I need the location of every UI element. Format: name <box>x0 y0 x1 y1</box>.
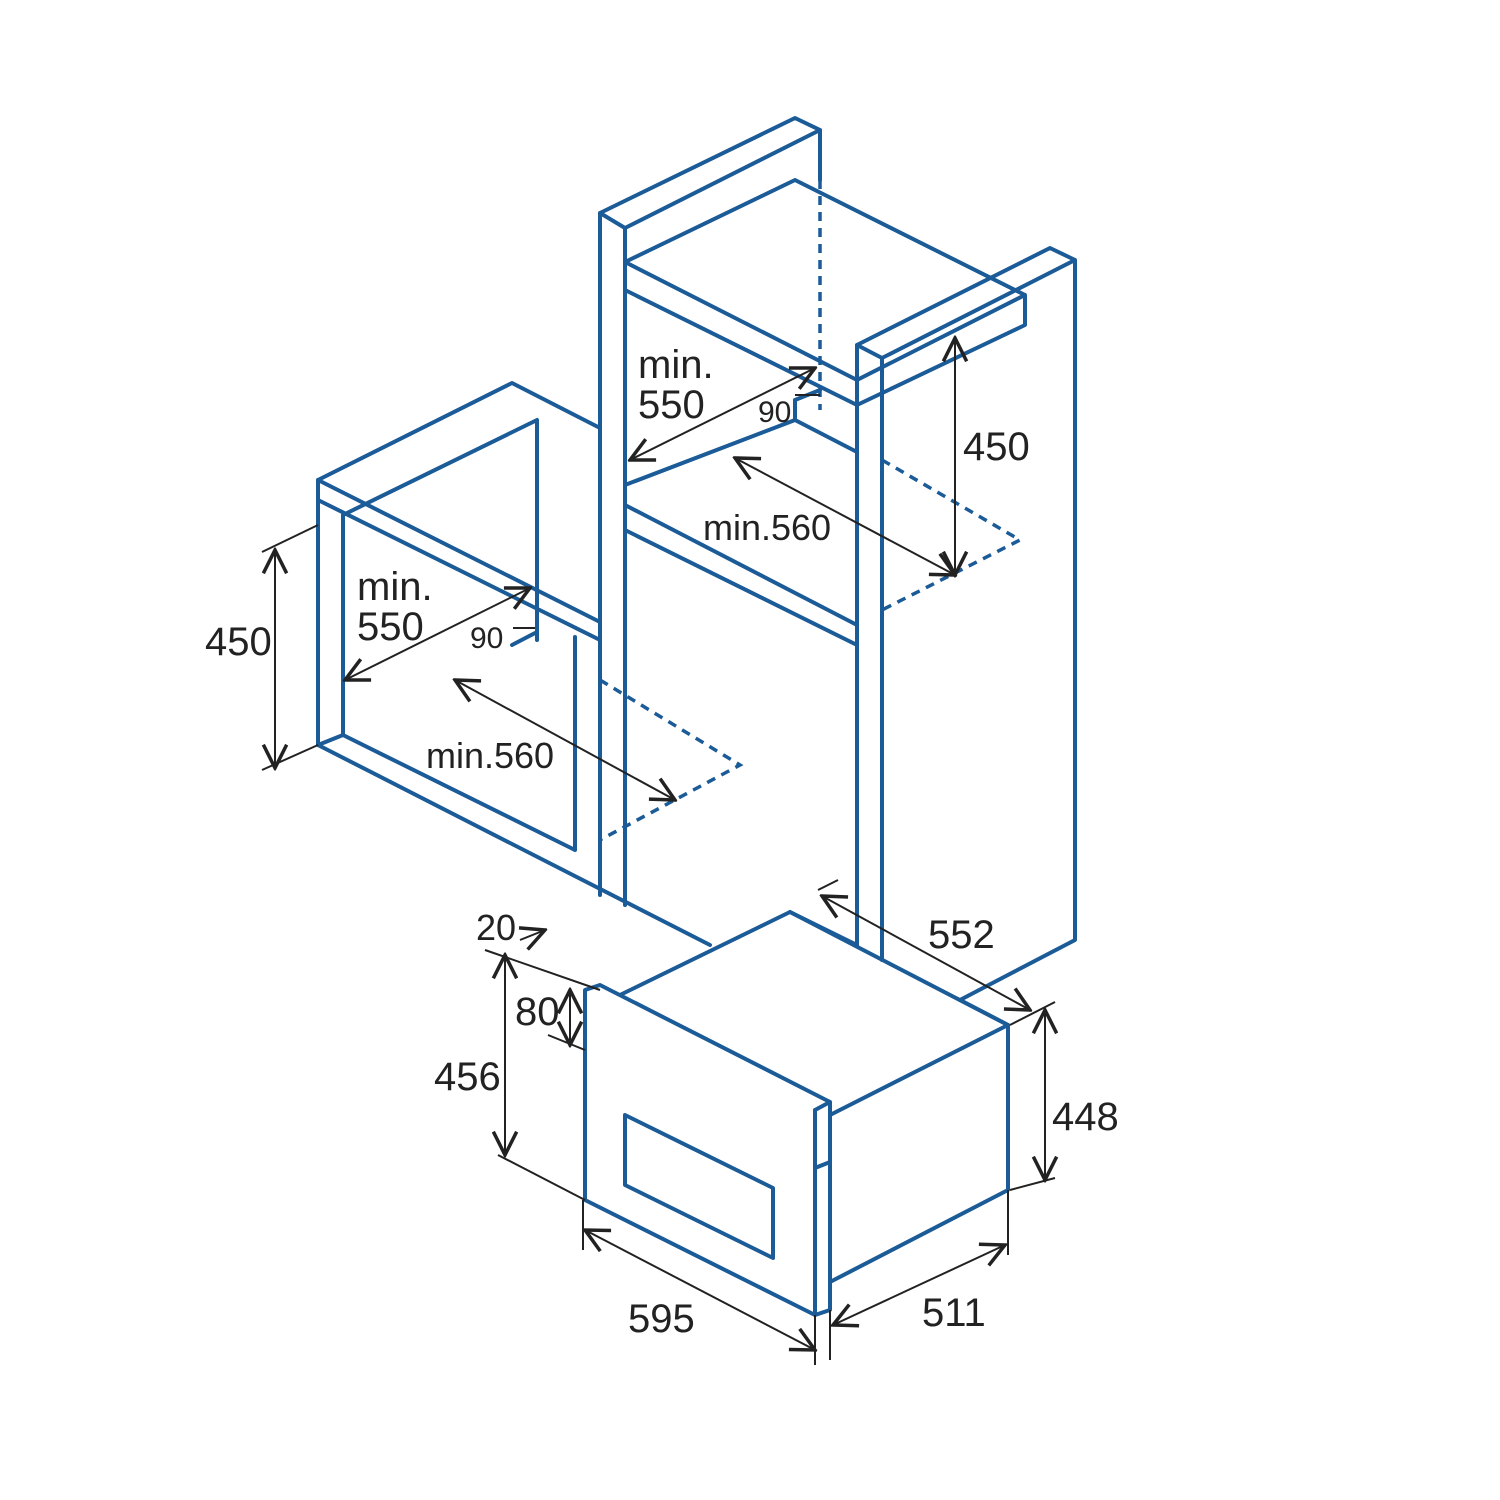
upper-width-label: min.560 <box>703 507 831 548</box>
left-width-label: min.560 <box>426 735 554 776</box>
top-offset-label: 80 <box>515 990 560 1034</box>
upper-depth-label-1: min. <box>638 343 714 387</box>
body-depth-label: 511 <box>922 1291 986 1335</box>
oven-window <box>623 1113 775 1260</box>
dimension-lines <box>261 338 1055 1365</box>
front-width-label: 595 <box>628 1297 695 1341</box>
upper-height-label: 450 <box>963 425 1030 469</box>
body-height-label: 448 <box>1052 1095 1119 1139</box>
tall-column-cabinet <box>598 116 1077 1002</box>
upper-depth-label-2: 550 <box>638 383 705 427</box>
left-depth-label-1: min. <box>357 565 433 609</box>
upper-gap-label: 90 <box>758 396 791 429</box>
front-offset-label: 20 <box>476 907 516 948</box>
left-height-label: 450 <box>205 620 272 664</box>
front-height-label: 456 <box>434 1055 501 1099</box>
oven-appliance <box>583 910 1010 1317</box>
depth-label: 552 <box>928 913 995 957</box>
left-depth-label-2: 550 <box>357 605 424 649</box>
left-gap-label: 90 <box>470 622 503 655</box>
